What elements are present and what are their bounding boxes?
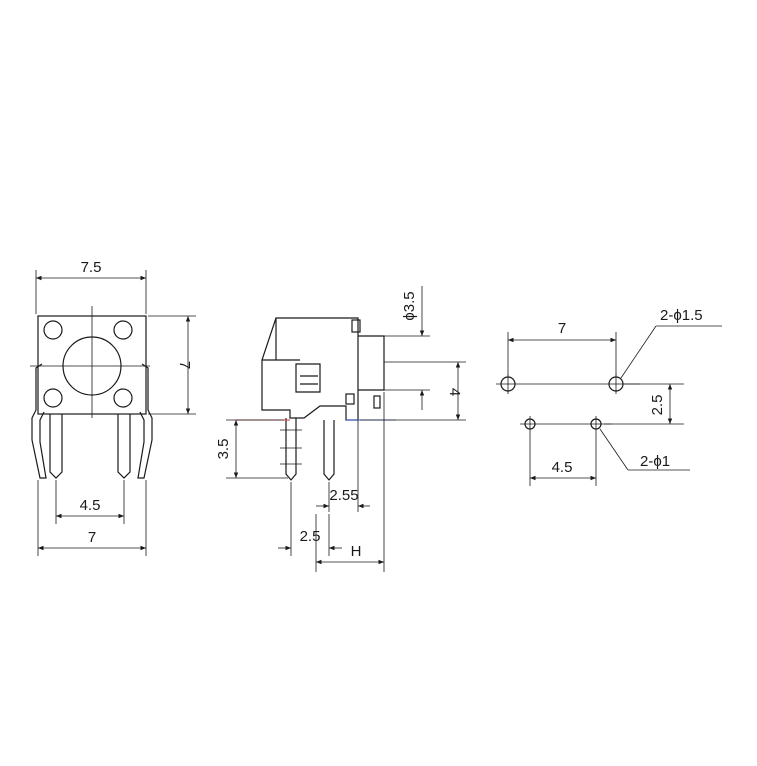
dim-row-spacing: 2.5 — [649, 395, 666, 416]
corner-hole — [43, 388, 63, 408]
dim-front-width-bottom: 7 — [88, 529, 96, 546]
dim-front-width-top: 7.5 — [81, 259, 102, 276]
top-tab — [351, 319, 361, 333]
side-pin — [285, 418, 297, 481]
pcb-footprint: 7 2-ϕ1.5 2.5 4.5 2-ϕ1 — [496, 307, 722, 486]
label-large-holes: 2-ϕ1.5 — [660, 307, 703, 324]
side-button — [358, 335, 385, 391]
side-view: ϕ3.5 4 3.5 2.55 2.5 H — [215, 286, 466, 572]
dim-height-var: H — [351, 543, 362, 560]
side-pin — [323, 420, 335, 481]
corner-hole — [113, 388, 133, 408]
dim-large-hole-spacing: 7 — [558, 320, 566, 337]
inner-pin — [49, 414, 63, 479]
front-view: 7.5 7 4.5 7 — [30, 259, 196, 556]
inner-pin — [117, 414, 131, 479]
dim-pin-offset: 2.55 — [329, 487, 358, 504]
dim-pin-pitch: 2.5 — [300, 528, 321, 545]
inner-key — [295, 363, 321, 393]
label-small-holes: 2-ϕ1 — [640, 453, 670, 470]
left-bent-lead — [31, 363, 47, 479]
corner-hole — [43, 320, 63, 340]
dim-small-hole-spacing: 4.5 — [552, 459, 573, 476]
dim-button-height: 4 — [446, 388, 463, 396]
right-bent-lead — [137, 363, 153, 479]
dim-pin-spacing: 4.5 — [80, 497, 101, 514]
dim-button-diameter: ϕ3.5 — [401, 291, 418, 320]
corner-hole — [113, 320, 133, 340]
dim-pin-length: 3.5 — [215, 439, 232, 460]
side-body-outline — [261, 317, 359, 421]
dim-front-height: 7 — [176, 361, 193, 369]
